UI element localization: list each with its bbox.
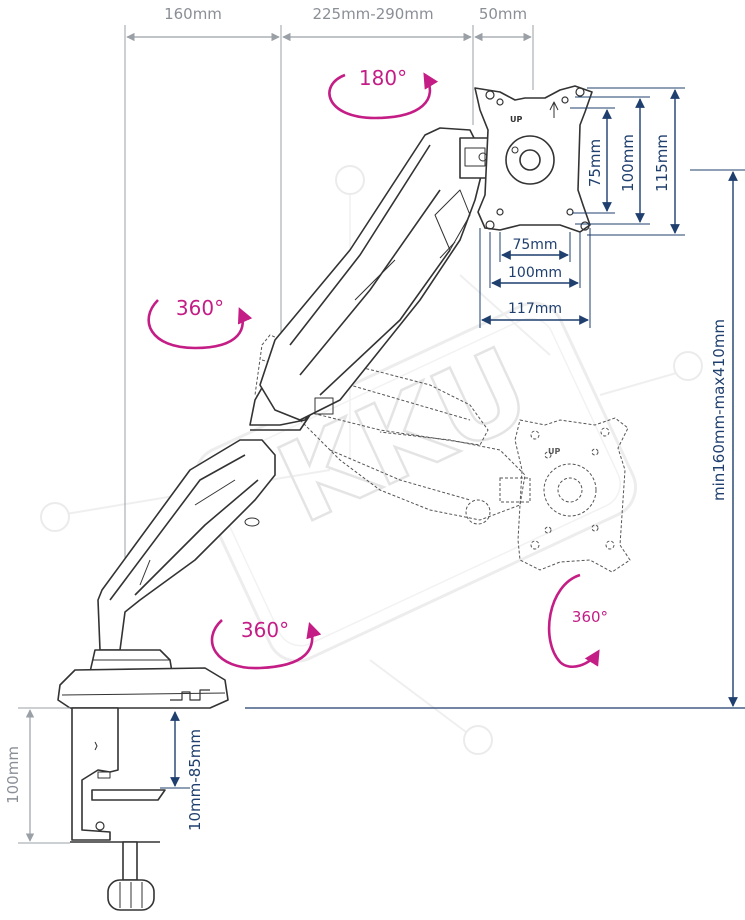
vesa-plate xyxy=(474,85,593,233)
monitor-arm xyxy=(57,127,491,709)
dim-160mm: 160mm xyxy=(164,5,222,23)
desk-clamp xyxy=(70,707,166,911)
rotation-360-bottom-label: 360° xyxy=(241,618,289,642)
rotation-360-left: 360° xyxy=(147,296,253,350)
top-dimensions: 160mm 225mm-290mm 50mm xyxy=(124,5,534,560)
dim-50mm: 50mm xyxy=(479,5,527,23)
plate-up-text: UP xyxy=(510,115,522,124)
dim-clamp-100mm: 100mm xyxy=(4,746,22,804)
clamp-dimensions: 100mm 10mm-85mm xyxy=(4,707,204,844)
rotation-360-right: 360° xyxy=(547,573,608,668)
rotation-180: 180° xyxy=(328,66,439,120)
dim-plate-h-100: 100mm xyxy=(619,134,637,192)
dim-plate-w-75: 75mm xyxy=(512,237,557,253)
dim-plate-h-75: 75mm xyxy=(586,139,604,187)
height-dimension: min160mm-max410mm xyxy=(245,169,745,709)
dim-225-290mm: 225mm-290mm xyxy=(312,5,433,23)
dim-height-range: min160mm-max410mm xyxy=(710,319,728,501)
ghost-plate-up-text: UP xyxy=(548,447,560,456)
rotation-360-left-label: 360° xyxy=(176,296,224,320)
dim-desk-thickness: 10mm-85mm xyxy=(186,729,204,831)
dim-plate-h-115: 115mm xyxy=(653,134,671,192)
rotation-180-label: 180° xyxy=(359,66,407,90)
rotation-360-right-label: 360° xyxy=(572,608,608,626)
dim-plate-w-117: 117mm xyxy=(508,301,562,317)
rotation-360-bottom: 360° xyxy=(210,618,322,670)
dim-plate-w-100: 100mm xyxy=(508,265,562,281)
plate-dimensions: 75mm 100mm 115mm 75mm 100mm 117mm xyxy=(479,87,685,328)
